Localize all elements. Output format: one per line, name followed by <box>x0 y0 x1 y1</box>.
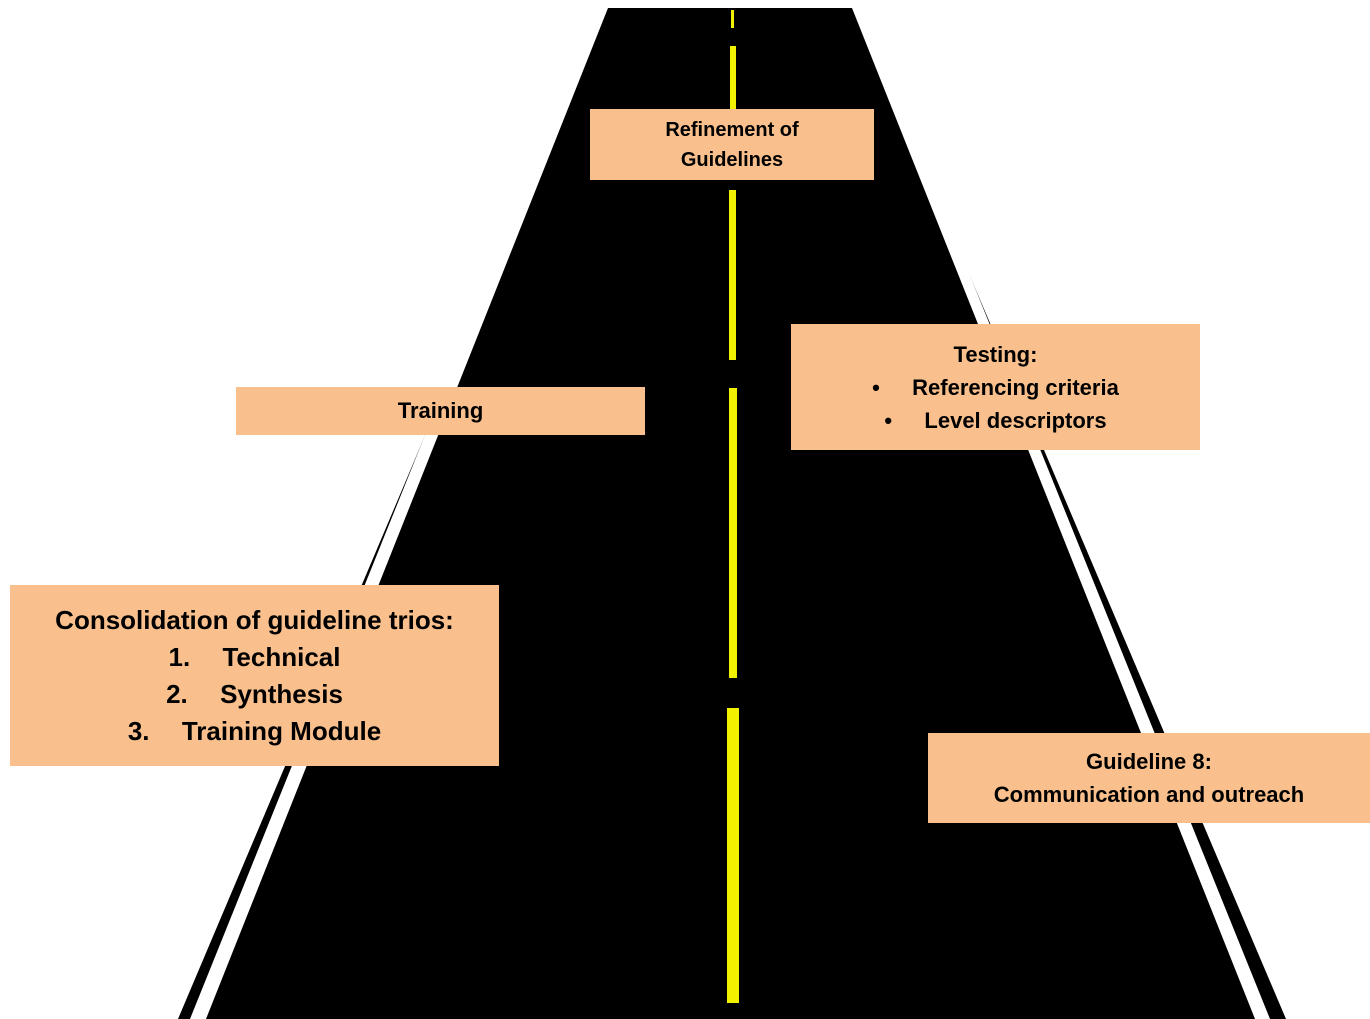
item-label: Technical <box>222 641 341 672</box>
testing-item: • Referencing criteria <box>872 371 1119 404</box>
item-number: 3. <box>127 715 150 746</box>
center-dash <box>729 190 736 360</box>
item-label: Training Module <box>181 715 382 746</box>
testing-box: Testing: • Referencing criteria • Level … <box>791 324 1200 450</box>
testing-title: Testing: <box>953 341 1038 367</box>
item-number: 1. <box>168 641 191 672</box>
consolidation-item: 3. Training Module <box>128 713 381 750</box>
item-number: 2. <box>166 678 188 709</box>
center-dash <box>729 388 737 678</box>
testing-item-label: Level descriptors <box>924 407 1107 433</box>
item-label: Synthesis <box>220 678 343 709</box>
center-dash <box>731 10 734 28</box>
guideline8-line-2: Communication and outreach <box>993 782 1305 807</box>
refinement-line-1: Refinement of <box>665 118 799 141</box>
bullet-icon: • <box>872 374 880 400</box>
center-line <box>727 10 739 1003</box>
refinement-line-2: Guidelines <box>680 148 784 171</box>
consolidation-item: 1. Technical <box>168 639 340 676</box>
training-box: Training <box>236 387 645 435</box>
refinement-of-guidelines-box: Refinement of Guidelines <box>590 109 874 180</box>
consolidation-box: Consolidation of guideline trios: 1. Tec… <box>10 585 499 766</box>
center-dash <box>727 708 739 1003</box>
training-label: Training <box>397 398 484 423</box>
testing-item: • Level descriptors <box>884 404 1106 437</box>
guideline-8-box: Guideline 8: Communication and outreach <box>928 733 1370 823</box>
consolidation-item: 2. Synthesis <box>166 676 343 713</box>
left-edge-line <box>190 8 608 1019</box>
guideline8-line-1: Guideline 8: <box>1086 749 1212 774</box>
testing-item-label: Referencing criteria <box>912 374 1119 400</box>
consolidation-title: Consolidation of guideline trios: <box>55 604 454 635</box>
center-dash <box>730 46 736 116</box>
bullet-icon: • <box>884 407 893 433</box>
